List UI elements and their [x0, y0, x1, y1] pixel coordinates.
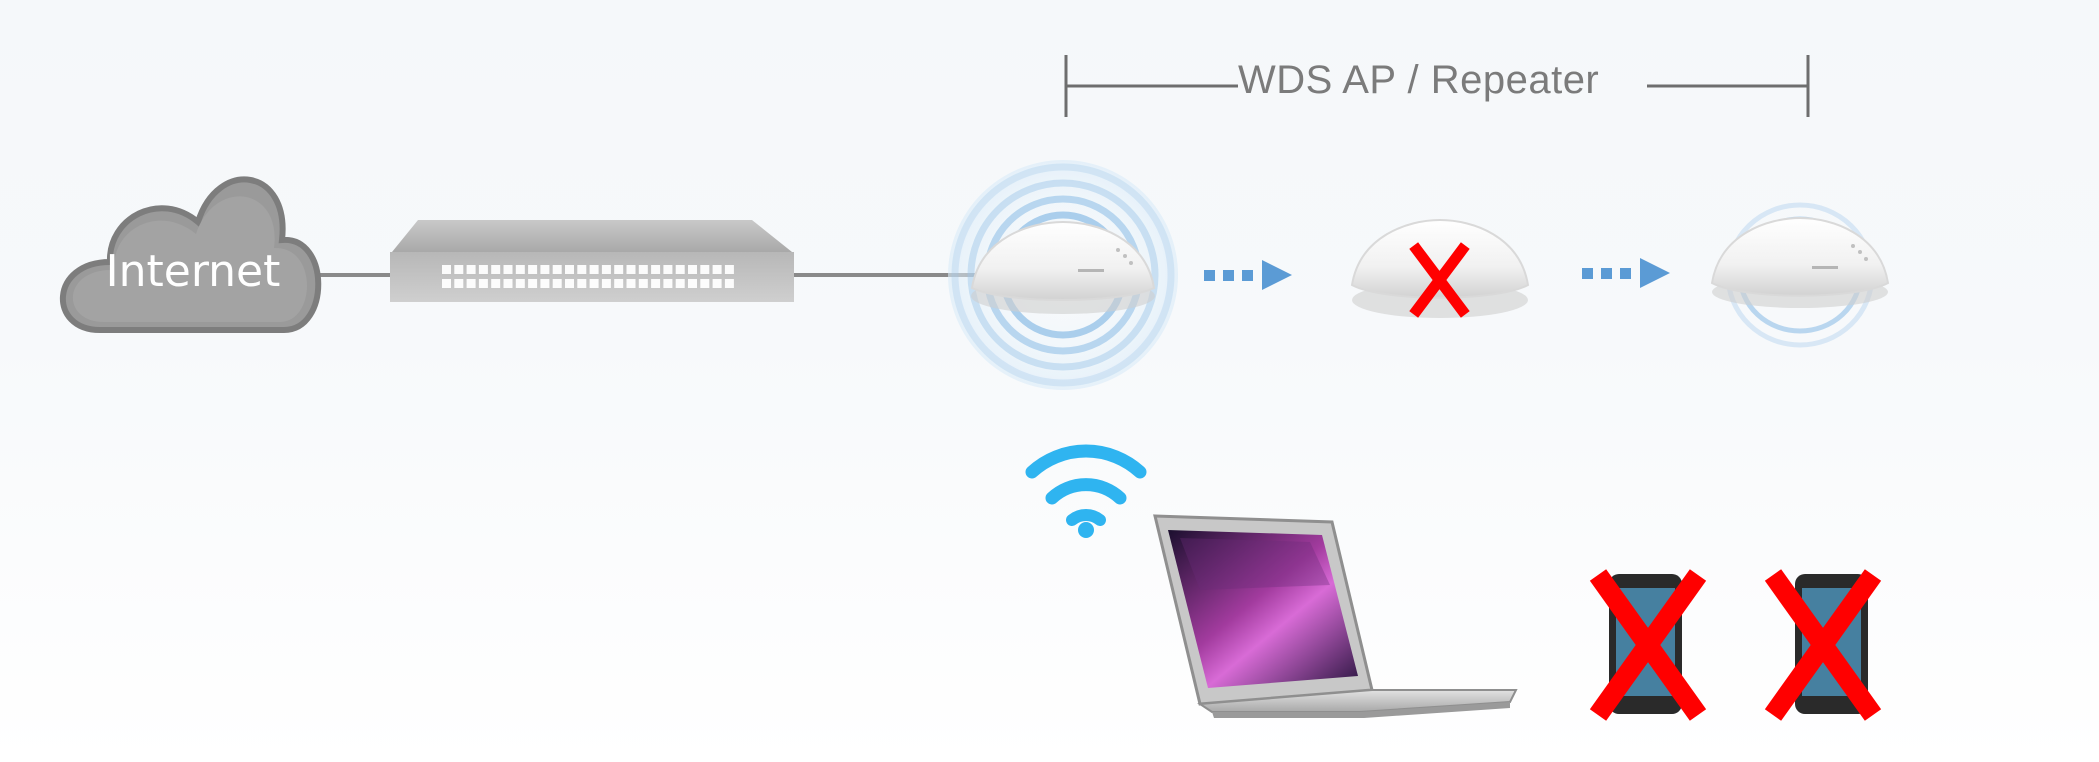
middle-access-point: [1350, 218, 1530, 318]
wds-ap-repeater-label: WDS AP / Repeater: [1238, 58, 1600, 102]
switch-port: [724, 265, 734, 274]
switch-port: [491, 279, 501, 288]
switch-port: [528, 265, 538, 274]
wifi-icon: [1025, 444, 1147, 538]
switch-port: [478, 265, 488, 274]
switch-port: [589, 279, 599, 288]
switch-port: [724, 279, 734, 288]
root-access-point: [948, 160, 1178, 390]
switch-port: [515, 265, 525, 274]
switch-port: [626, 265, 636, 274]
switch-port: [515, 279, 525, 288]
switch-port: [651, 265, 661, 274]
switch-port: [540, 265, 550, 274]
blocked-x-icon: [1409, 242, 1470, 318]
switch-port: [638, 265, 648, 274]
blocked-x-icon: [1764, 569, 1882, 721]
switch-port: [688, 265, 697, 274]
switch-port: [626, 279, 636, 288]
switch-port: [688, 279, 697, 288]
switch-port: [491, 265, 501, 274]
switch-port: [663, 279, 673, 288]
wds-link-arrow: [1204, 260, 1292, 290]
switch-port: [565, 265, 574, 274]
switch-port: [577, 265, 587, 274]
switch-port: [601, 265, 611, 274]
switch-port: [565, 279, 574, 288]
switch-port: [700, 279, 710, 288]
switch-port: [528, 279, 538, 288]
internet-label: Internet: [105, 246, 281, 297]
switch-port: [663, 265, 673, 274]
switch-port: [442, 279, 451, 288]
switch-port: [442, 265, 451, 274]
switch-icon: [390, 220, 794, 302]
switch-port: [454, 265, 464, 274]
switch-port: [540, 279, 550, 288]
internet-cloud-icon: [60, 176, 322, 333]
switch-port: [552, 265, 562, 274]
wds-link-arrow: [1582, 258, 1670, 288]
switch-port: [478, 279, 488, 288]
access-point-icon: [1710, 216, 1890, 308]
access-point-icon: [970, 220, 1156, 314]
switch-port: [601, 279, 611, 288]
wds-bracket: [1064, 55, 1810, 117]
switch-port: [675, 265, 685, 274]
switch-port: [577, 279, 587, 288]
laptop-icon: [1153, 514, 1518, 718]
blocked-x-icon: [1589, 569, 1707, 721]
switch-port: [614, 265, 624, 274]
switch-port: [454, 279, 464, 288]
switch-port: [552, 279, 562, 288]
switch-port: [651, 279, 661, 288]
switch-port: [675, 279, 685, 288]
switch-port: [712, 265, 722, 274]
switch-port: [700, 265, 710, 274]
switch-port: [712, 279, 722, 288]
switch-port: [589, 265, 599, 274]
switch-port: [466, 279, 476, 288]
repeater-access-point: [1710, 202, 1890, 348]
switch-port: [503, 265, 513, 274]
switch-port: [466, 265, 476, 274]
switch-port: [503, 279, 513, 288]
switch-port: [638, 279, 648, 288]
switch-port: [614, 279, 624, 288]
